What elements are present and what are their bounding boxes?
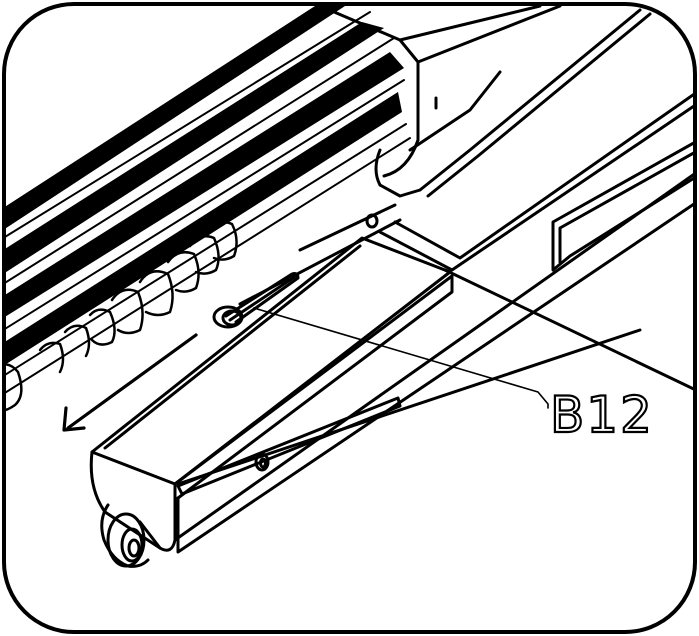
pin-icon	[212, 272, 300, 329]
upright-post	[318, 6, 562, 198]
belt-rollers	[6, 221, 238, 412]
leader-line	[253, 307, 549, 409]
treadmill-belt	[6, 6, 411, 397]
side-frame-rail	[378, 8, 693, 394]
base-rail	[89, 168, 693, 554]
front-wheel	[100, 503, 162, 568]
arrow-down-left-icon	[62, 333, 198, 432]
part-label: B12	[550, 386, 654, 444]
